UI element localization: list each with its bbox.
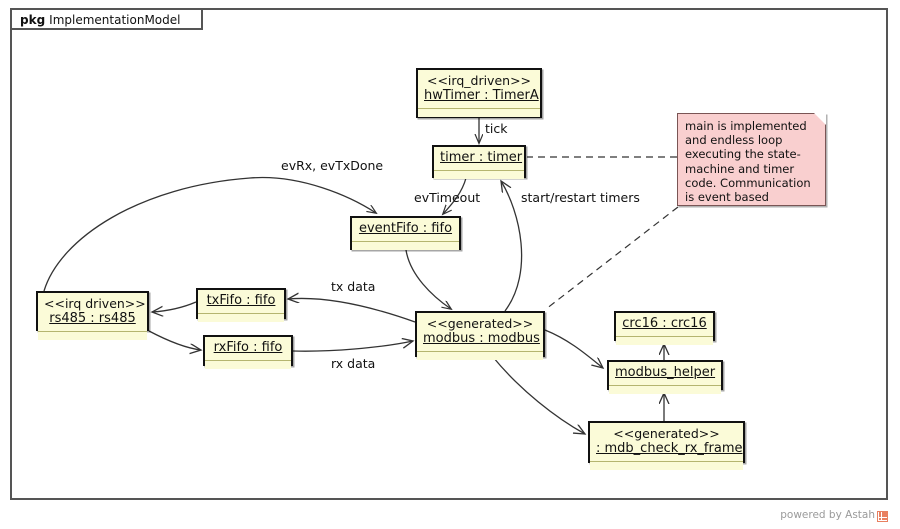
edge-label-rx-data: rx data	[331, 356, 376, 371]
astah-logo-icon	[877, 510, 888, 522]
node-modbus-helper-name: modbus_helper	[615, 365, 716, 380]
node-modbus[interactable]: <<generated>> modbus : modbus	[415, 311, 545, 360]
astah-watermark-text: powered by Astah	[780, 509, 875, 521]
node-txfifo-namebox: txFifo : fifo	[198, 290, 284, 314]
node-modbus-stereotype: <<generated>>	[426, 316, 534, 331]
node-rxfifo[interactable]: rxFifo : fifo	[203, 335, 293, 369]
node-rxfifo-namebox: rxFifo : fifo	[205, 337, 291, 361]
node-txfifo-compartment	[198, 314, 284, 322]
node-modbus-namebox: <<generated>> modbus : modbus	[417, 313, 543, 352]
node-hwtimer-compartment	[418, 109, 540, 117]
node-eventfifo[interactable]: eventFifo : fifo	[350, 216, 461, 250]
node-crc16-name: crc16 : crc16	[622, 316, 707, 331]
node-rs485-namebox: <<irq driven>> rs485 : rs485	[38, 293, 147, 332]
node-crc16[interactable]: crc16 : crc16	[614, 311, 715, 345]
astah-watermark: powered by Astah	[780, 509, 888, 522]
node-modbus-name: modbus : modbus	[423, 331, 540, 346]
edge-label-start-restart-timers: start/restart timers	[521, 190, 640, 205]
edge-label-evrx-evtxdone: evRx, evTxDone	[281, 158, 384, 173]
node-rs485[interactable]: <<irq driven>> rs485 : rs485	[36, 291, 149, 340]
node-mdb-check-rx-frame-compartment	[590, 462, 743, 470]
node-mdb-check-rx-frame-stereotype: <<generated>>	[613, 426, 720, 441]
note-main-text: main is implemented and endless loop exe…	[685, 119, 811, 205]
node-hwtimer-stereotype: <<irq_driven>>	[426, 73, 532, 88]
node-txfifo[interactable]: txFifo : fifo	[196, 288, 286, 322]
node-timer-namebox: timer : timer	[434, 147, 524, 171]
edge-label-evtimeout: evTimeout	[414, 190, 481, 205]
package-name: ImplementationModel	[49, 13, 181, 27]
node-rs485-stereotype: <<irq driven>>	[44, 296, 146, 311]
package-keyword: pkg	[20, 13, 46, 27]
node-mdb-check-rx-frame-namebox: <<generated>> : mdb_check_rx_frame	[590, 423, 743, 462]
node-eventfifo-compartment	[352, 242, 459, 250]
node-eventfifo-namebox: eventFifo : fifo	[352, 218, 459, 242]
node-mdb-check-rx-frame[interactable]: <<generated>> : mdb_check_rx_frame	[588, 421, 745, 470]
node-txfifo-name: txFifo : fifo	[206, 293, 276, 308]
node-timer-name: timer : timer	[440, 150, 523, 165]
node-rxfifo-name: rxFifo : fifo	[213, 340, 283, 355]
node-timer[interactable]: timer : timer	[432, 145, 526, 179]
node-hwtimer-namebox: <<irq_driven>> hwTimer : TimerA	[418, 70, 540, 109]
node-eventfifo-name: eventFifo : fifo	[358, 221, 453, 236]
node-rxfifo-compartment	[205, 361, 291, 369]
node-rs485-name: rs485 : rs485	[49, 311, 136, 326]
node-modbus-compartment	[417, 352, 543, 360]
node-modbus-helper[interactable]: modbus_helper	[607, 360, 723, 394]
node-hwtimer-name: hwTimer : TimerA	[424, 88, 539, 103]
node-modbus-helper-namebox: modbus_helper	[609, 362, 721, 386]
node-rs485-compartment	[38, 332, 147, 340]
package-frame	[10, 8, 888, 500]
note-main[interactable]: main is implemented and endless loop exe…	[677, 113, 826, 206]
node-modbus-helper-compartment	[609, 386, 721, 394]
node-timer-compartment	[434, 171, 524, 179]
node-crc16-compartment	[616, 337, 713, 345]
node-hwtimer[interactable]: <<irq_driven>> hwTimer : TimerA	[416, 68, 542, 118]
node-crc16-namebox: crc16 : crc16	[616, 313, 713, 337]
note-fold-corner	[814, 113, 826, 125]
edge-label-tx-data: tx data	[331, 279, 376, 294]
edge-label-tick: tick	[485, 121, 508, 136]
node-mdb-check-rx-frame-name: : mdb_check_rx_frame	[596, 441, 743, 456]
